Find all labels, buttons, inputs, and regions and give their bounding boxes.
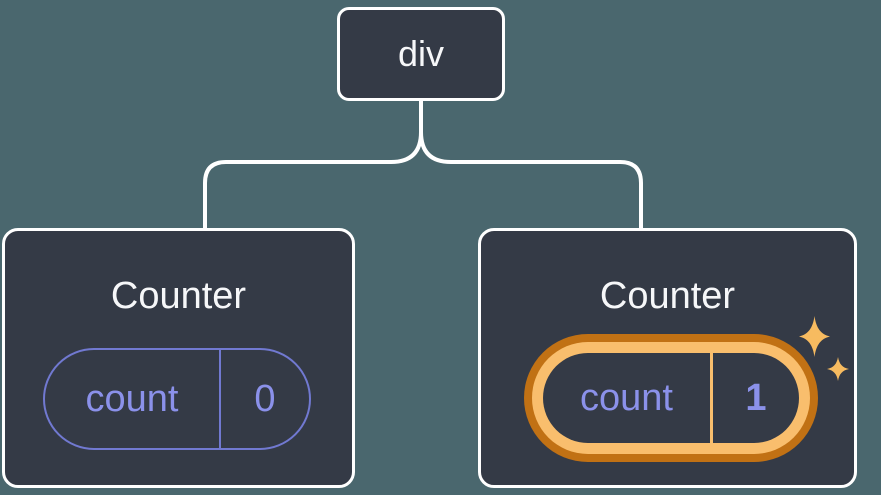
state-key-label: count	[543, 353, 713, 443]
counter-card-left: Counter count 0	[2, 228, 355, 488]
state-key-label: count	[45, 350, 221, 448]
connector-branch-left	[203, 101, 423, 228]
card-title: Counter	[599, 275, 736, 317]
connector-branch-right	[419, 101, 643, 228]
sparkle-large-icon	[799, 316, 830, 357]
state-pill: count 1	[543, 353, 799, 443]
root-node-div: div	[337, 7, 505, 101]
state-value: 0	[254, 377, 276, 420]
root-node-label: div	[397, 33, 445, 74]
state-value: 1	[745, 376, 767, 419]
counter-card-right: Counter count 1	[478, 228, 857, 488]
sparkle-small-icon	[827, 357, 849, 381]
state-pill: count 0	[43, 348, 311, 450]
state-pill-highlight-ring: count 1	[524, 334, 818, 462]
card-title: Counter	[110, 275, 247, 317]
state-pill-highlight-ring-inner: count 1	[532, 342, 810, 454]
